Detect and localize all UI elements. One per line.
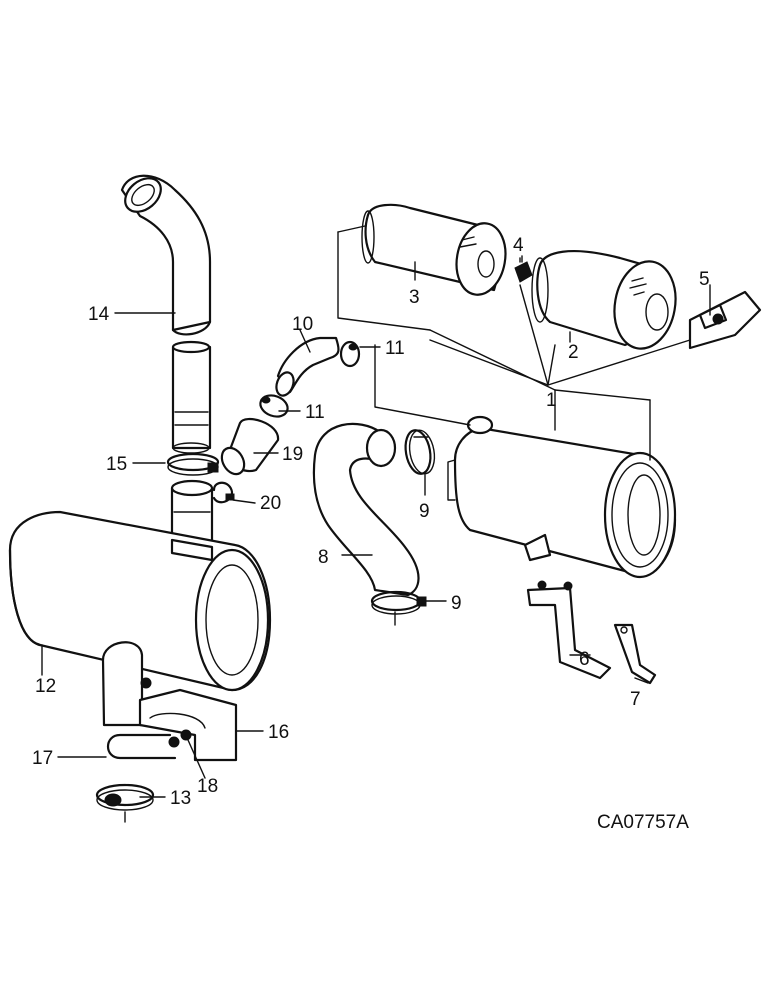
drawing-code: CA07757A: [597, 812, 689, 833]
air-cleaner-housing: [447, 415, 677, 579]
hose-clamp-9-upper: [404, 429, 436, 475]
callout-6: 6: [579, 649, 590, 670]
exhaust-stack-pipe: [120, 174, 212, 336]
stack-lower-section: [171, 340, 212, 454]
callout-2: 2: [568, 342, 579, 363]
mounting-bracket-6: [526, 580, 612, 680]
callout-5: 5: [699, 269, 710, 290]
callout-9-upper: 9: [419, 501, 430, 522]
callout-15: 15: [106, 454, 127, 475]
leader-lines: [41, 257, 711, 798]
secondary-filter-element: [361, 203, 507, 296]
callout-7: 7: [630, 689, 641, 710]
callout-14: 14: [88, 304, 110, 325]
callout-16: 16: [268, 722, 289, 743]
u-bolt: [106, 733, 177, 760]
precleaner-clamp: [212, 481, 235, 504]
muffler-body: [8, 510, 272, 692]
hose-clamp-upper: [339, 340, 361, 368]
callout-19: 19: [282, 444, 303, 465]
callout-12: 12: [35, 676, 56, 697]
service-indicator-bracket: [688, 290, 762, 350]
callout-18: 18: [197, 776, 218, 797]
callout-13: 13: [170, 788, 191, 809]
callout-labels: 1 2 3 4 5 6 7 8 9 9 10 11 11 12 13 14 15…: [32, 235, 710, 809]
mounting-bracket-7: [613, 623, 657, 685]
stack-clamp: [166, 452, 220, 476]
pipe-clamp: [95, 783, 155, 823]
muffler-mounting-bracket: [138, 688, 238, 762]
exploded-group-box: [337, 225, 651, 461]
callout-4: 4: [513, 235, 524, 256]
callout-10: 10: [292, 314, 313, 335]
hose-clamp-9-lower: [370, 590, 427, 615]
air-intake-hose-elbow: [275, 336, 340, 397]
callout-8: 8: [318, 547, 329, 568]
precleaner-cap: [220, 418, 280, 476]
callout-17: 17: [32, 748, 53, 769]
callout-11-lower: 11: [305, 402, 325, 423]
callout-11-upper: 11: [385, 338, 405, 359]
callout-9-lower: 9: [451, 593, 462, 614]
callout-1: 1: [546, 390, 557, 411]
callout-20: 20: [260, 493, 281, 514]
callout-3: 3: [409, 287, 420, 308]
air-cleaner-intake-hose: [312, 422, 420, 597]
primary-filter-element: [531, 250, 677, 350]
wing-nut: [514, 255, 533, 283]
